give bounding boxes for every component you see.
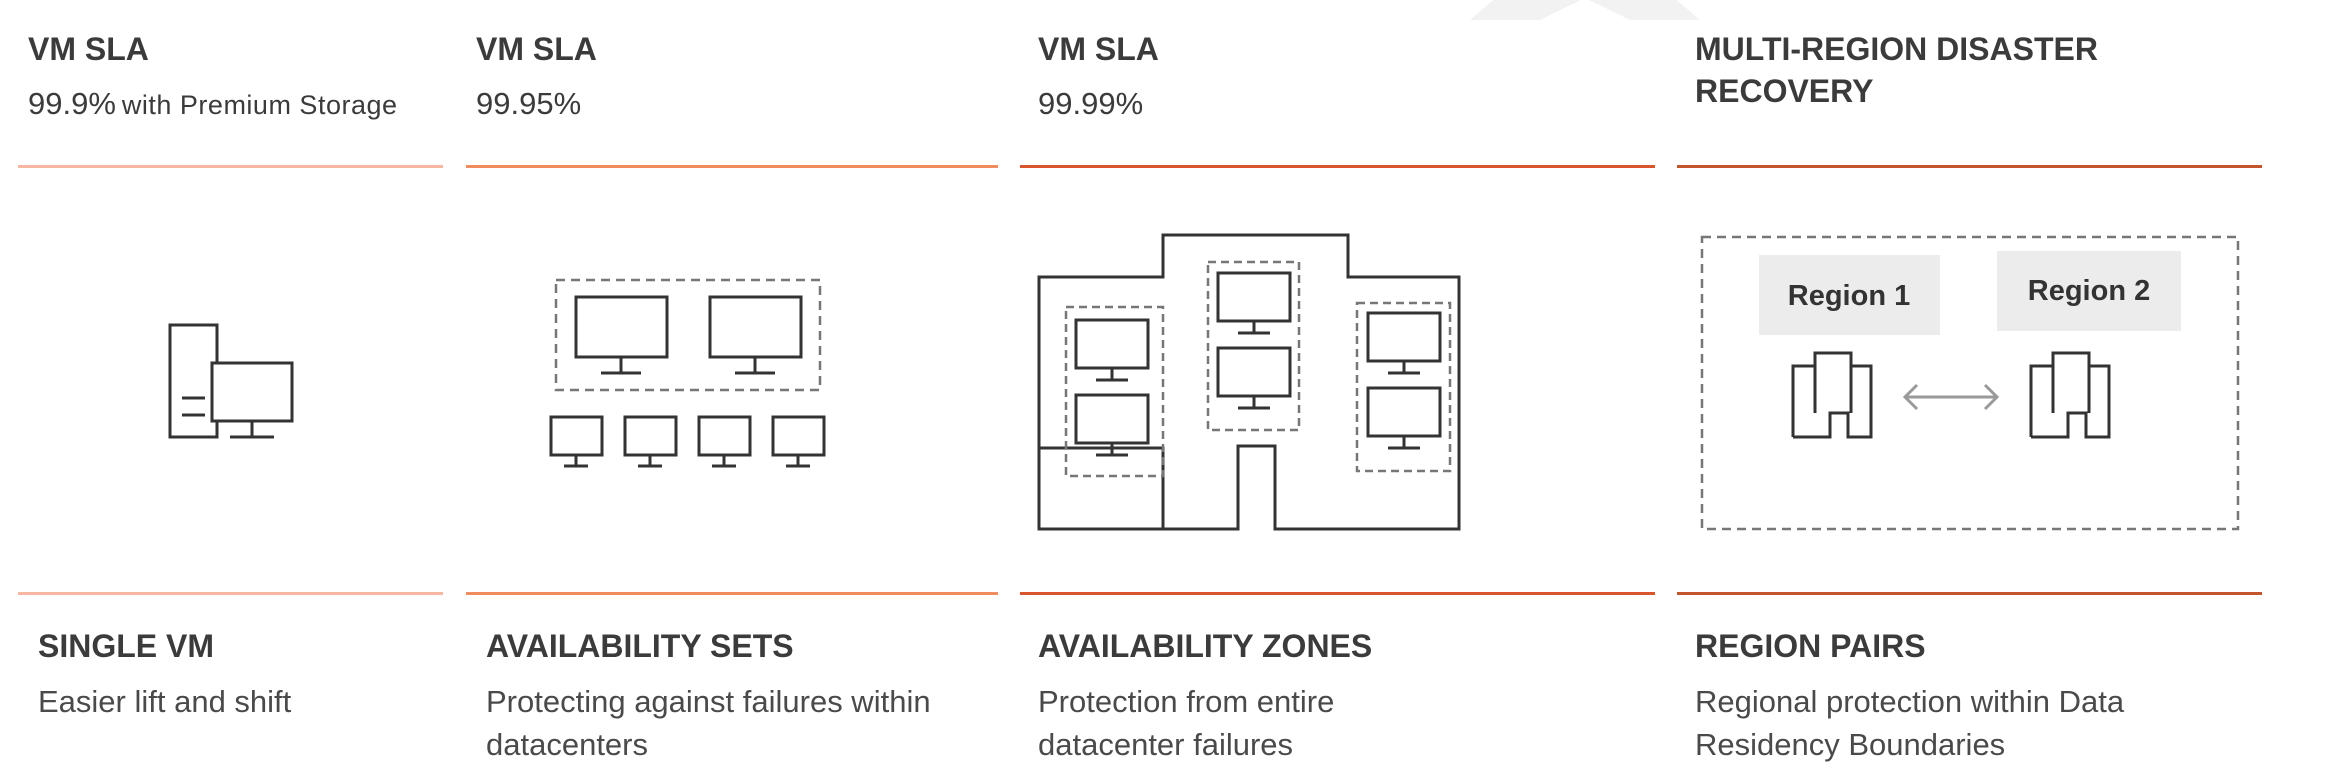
tier-description: Regional protection within Data Residenc… <box>1695 684 2125 762</box>
bottom-divider <box>466 592 998 595</box>
sla-percentage: 99.95% <box>476 86 582 121</box>
sla-percentage: 99.9% <box>28 86 116 121</box>
region-2-badge <box>1997 251 2181 331</box>
tier-single-vm: VM SLA 99.9%with Premium Storage SINGLE … <box>18 0 443 772</box>
sla-value: 99.95% <box>476 86 581 122</box>
top-divider <box>1020 165 1655 168</box>
tier-name: AVAILABILITY SETS <box>486 628 794 664</box>
tier-description: Easier lift and shift <box>38 684 292 719</box>
single-vm-icon <box>168 323 294 439</box>
bottom-divider <box>18 592 443 595</box>
sla-suffix: with Premium Storage <box>121 90 398 120</box>
tier-region-pairs: MULTI-REGION DISASTER RECOVERY Region 1 … <box>1677 0 2262 772</box>
top-divider <box>466 165 998 168</box>
region-1-badge <box>1759 255 1940 335</box>
sla-title: VM SLA <box>28 31 149 67</box>
region-pairs-icon: Region 1 Region 2 <box>1700 235 2240 531</box>
sla-percentage: 99.99% <box>1038 86 1144 121</box>
tier-name: SINGLE VM <box>38 628 215 664</box>
top-divider <box>1677 165 2262 168</box>
availability-sets-icon <box>549 278 826 468</box>
sla-title: VM SLA <box>1038 31 1159 67</box>
tier-name: AVAILABILITY ZONES <box>1038 628 1373 664</box>
tier-description: Protection from entire datacenter failur… <box>1038 684 1335 762</box>
sla-title: MULTI-REGION DISASTER RECOVERY <box>1695 31 2098 109</box>
bottom-divider <box>1677 592 2262 595</box>
region-2-label: Region 2 <box>2028 275 2150 307</box>
sla-value: 99.99% <box>1038 86 1143 122</box>
sla-value: 99.9%with Premium Storage <box>28 86 398 122</box>
region-1-label: Region 1 <box>1788 280 1910 312</box>
tier-name: REGION PAIRS <box>1695 628 1926 664</box>
availability-zones-icon <box>1037 233 1461 531</box>
double-arrow-icon <box>1902 383 2000 411</box>
bottom-divider <box>1020 592 1655 595</box>
tier-availability-zones: VM SLA 99.99% AVAILABILITY ZONES Protect… <box>1020 0 1655 772</box>
sla-title: VM SLA <box>476 31 597 67</box>
tier-availability-sets: VM SLA 99.95% AVAILABILITY SETS Protecti… <box>466 0 998 772</box>
tier-description: Protecting against failures within datac… <box>486 684 931 762</box>
top-divider <box>18 165 443 168</box>
